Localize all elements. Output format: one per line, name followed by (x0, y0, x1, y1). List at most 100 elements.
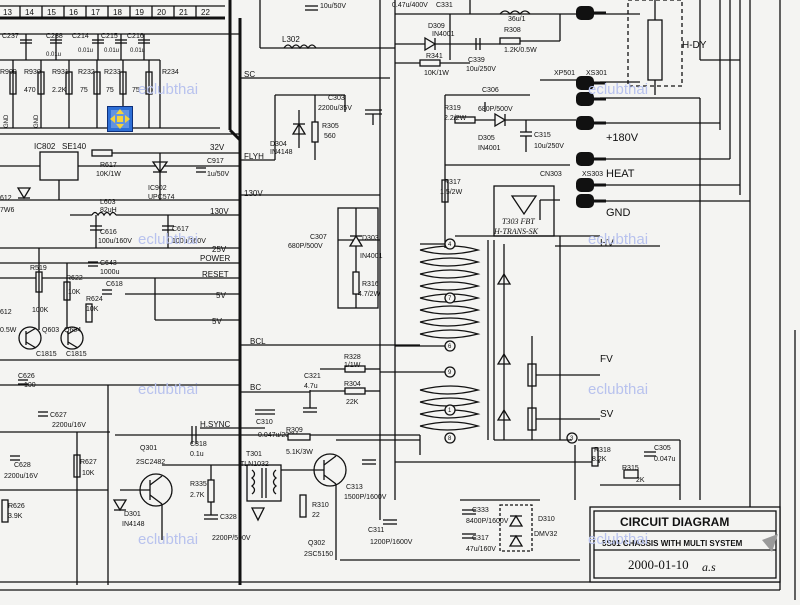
pin-label: 22 (201, 8, 210, 17)
part-value: TLN1032 (240, 461, 269, 468)
part-value: 0.01u (46, 52, 61, 58)
part-value: 0.1u (190, 451, 204, 458)
fbt-pin: 8 (448, 436, 452, 442)
part-label: R310 (312, 502, 329, 509)
part-value: 1000u (100, 269, 120, 276)
part-label: C214 (72, 33, 89, 40)
part-label: D309 (428, 23, 445, 30)
part-value: IN4148 (122, 521, 145, 528)
part-label: C328 (220, 514, 237, 521)
part-value: 0.5W (0, 327, 17, 334)
part-value: 0.047u (654, 456, 676, 463)
part-value: 0.01u (78, 48, 93, 54)
fbt-ref: T303 FBT (502, 217, 535, 226)
corner-arrow-icon (762, 534, 778, 552)
plug (576, 6, 606, 20)
watermark-text: eclubthai (138, 531, 198, 548)
part-label: R627 (80, 459, 97, 466)
part-value: GND (4, 114, 10, 128)
part-label: C216 (127, 33, 144, 40)
power-supply-block: IC802 SE140 R617 10K/1W IC902 UPC574 C91… (0, 142, 240, 585)
r328-r304-block: R328 1/1W R304 22K C321 4.7u (303, 354, 380, 413)
part-label: C643 (100, 260, 117, 267)
part-value: 8.2K (592, 456, 607, 463)
watermark-text: eclubthai (138, 81, 198, 98)
part-value: 2.7K (190, 492, 205, 499)
plug (576, 92, 606, 106)
pin-label: 13 (3, 8, 12, 17)
part-label: C627 (50, 412, 67, 419)
part-value: 100u/160V (98, 238, 132, 245)
part-value: 4.7/2W (358, 291, 381, 298)
c307-d303-block: C307 680P/500V D303 IN4001 R316 4.7/2W (288, 207, 383, 309)
fbt-pin: 4 (448, 242, 452, 248)
diagram-date: 2000-01-10 (628, 557, 689, 572)
part-label: D301 (124, 511, 141, 518)
part-label: R624 (86, 296, 103, 303)
c306-d305-block: C306 680P/500V R319 2.2/2W D305 IN4001 C… (440, 87, 576, 248)
watermarks: eclubthai eclubthai eclubthai eclubthai … (138, 81, 648, 548)
part-label: R617 (100, 162, 117, 169)
part-value: 22K (346, 399, 359, 406)
part-value: 1.2K/0.5W (504, 47, 537, 54)
part-label: C305 (654, 445, 671, 452)
part-label: R909 (0, 69, 17, 76)
bus-label-bc: BC (250, 383, 261, 392)
part-label: C618 (106, 281, 123, 288)
pin-label: 16 (69, 8, 78, 17)
damper-block: C333 8400P/1600V C317 47u/160V D310 DMV3… (460, 499, 557, 553)
c303-d304-block: C303 2200u/35V D304 IN4148 R305 560 (270, 94, 382, 160)
watermark-text: eclubthai (138, 381, 198, 398)
part-label: C311 (368, 527, 384, 534)
part-value: 10K/1W (424, 70, 449, 77)
fbt-fv-label: FV (600, 354, 613, 365)
part-value: GND (34, 114, 40, 128)
part-value: 1u/50V (207, 171, 230, 178)
part-value: DMV32 (534, 531, 557, 538)
part-value: 2SC5150 (304, 551, 333, 558)
bus-label-hsync: H.SYNC (200, 420, 230, 429)
horizontal-drive-section: C310 0.047u/200V C318 0.1u R309 5.1K/3W … (112, 409, 600, 561)
part-label: R931 (52, 69, 69, 76)
part-label: R318 (594, 447, 611, 454)
fbt-pin: 9 (448, 370, 452, 376)
part-label: C333 (472, 507, 489, 514)
connector-cn303: CN303 (540, 171, 562, 178)
bus-label-flyh: FLYH (244, 152, 264, 161)
connector-heat: HEAT (606, 168, 635, 180)
pin-label: 15 (47, 8, 56, 17)
part-value: 0.01u (130, 48, 145, 54)
part-value: C1815 (36, 351, 57, 358)
part-label: R234 (162, 69, 179, 76)
part-label: C626 (18, 373, 35, 380)
part-label: R930 (24, 69, 41, 76)
fbt-pin: 7 (448, 296, 452, 302)
part-label: R309 (286, 427, 303, 434)
part-label: Q302 (308, 540, 325, 547)
connector-180v: +180V (606, 132, 639, 144)
part-value: 5.1K/3W (286, 449, 313, 456)
part-label: R626 (8, 503, 25, 510)
part-value: 10u/250V (466, 66, 496, 73)
part-value: 2200u/16V (4, 473, 38, 480)
part-label: D303 (362, 235, 379, 242)
part-label: R316 (362, 281, 379, 288)
bus-label-power: POWER (200, 254, 230, 263)
fbt-transformer: T303 FBT H-TRANS-SK 4 7 6 9 1 8 3 (380, 185, 660, 444)
part-value: 2200u/35V (318, 105, 352, 112)
part-label: T301 (246, 451, 262, 458)
part-label: D310 (538, 516, 555, 523)
bus-label-130v: 130V (244, 189, 263, 198)
part-label: C237 (2, 33, 19, 40)
move-arrows-icon[interactable] (107, 106, 133, 132)
part-value: 8400P/1600V (466, 518, 509, 525)
fbt-sv-label: SV (600, 409, 614, 420)
connector-xs303: XS303 (582, 171, 603, 178)
part-label: C313 (346, 484, 363, 491)
part-label: R341 (426, 53, 443, 60)
part-value: 680P/500V (478, 106, 513, 113)
part-label: SE140 (62, 142, 87, 151)
fbt-pin: 6 (448, 344, 452, 350)
part-label: C616 (100, 229, 117, 236)
